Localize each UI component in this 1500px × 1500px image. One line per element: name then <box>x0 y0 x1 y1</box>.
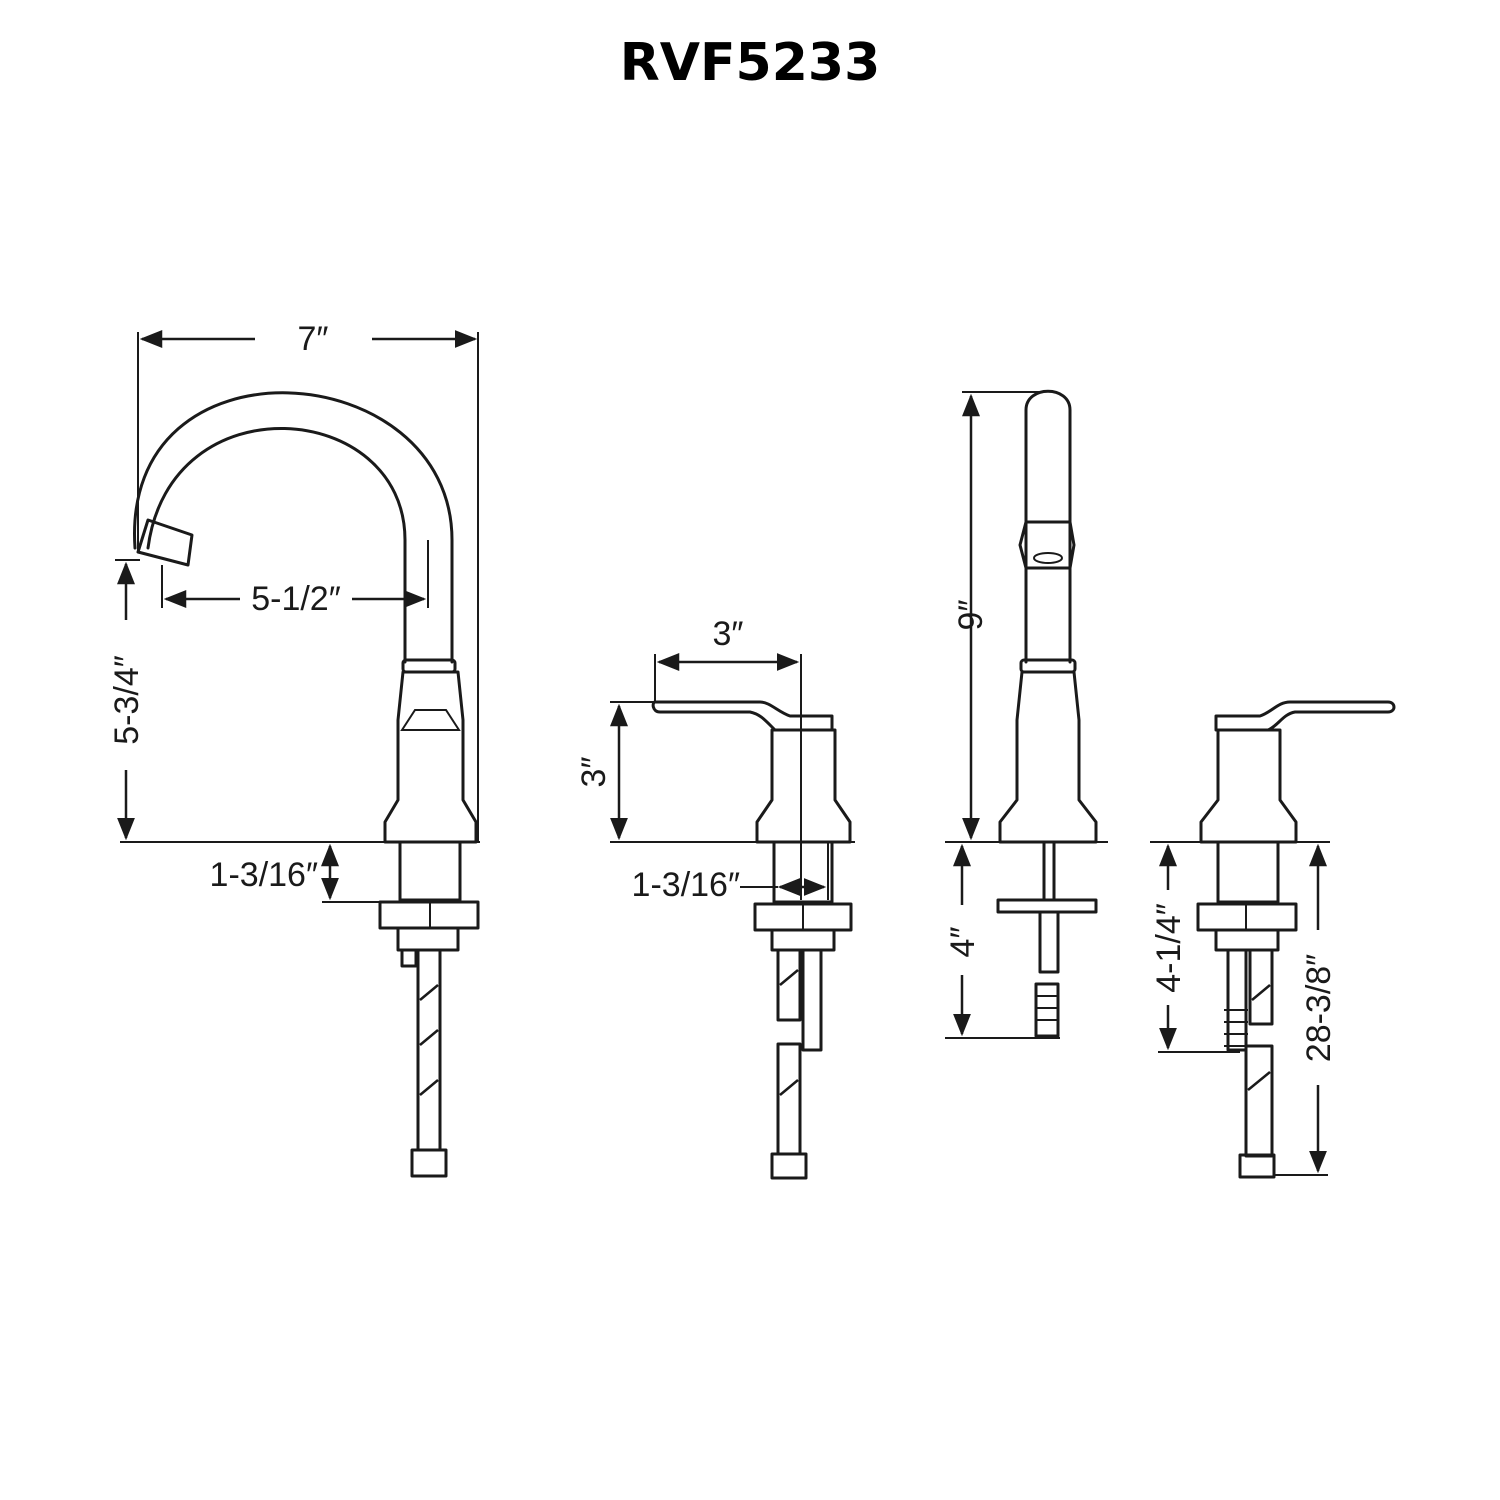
dim-spout-clearance: 5-3/4″ <box>108 655 146 745</box>
handle-front-view: 3″ 3″ 1-3/16″ <box>575 615 855 1180</box>
supply-hose <box>416 948 442 1152</box>
handle-supply-hose <box>776 1042 802 1156</box>
handle-side-lever <box>1214 700 1396 732</box>
dim-spout-width: 7″ <box>298 320 329 358</box>
dim-spout-side-shank: 4″ <box>944 927 982 958</box>
handle-side-view: 4-1/4″ 28-3/8″ <box>1150 700 1396 1179</box>
spout-side-body <box>998 670 1098 844</box>
spout-side-view: 9″ 4″ <box>944 389 1108 1039</box>
dim-supply-length: 28-3/8″ <box>1300 954 1338 1062</box>
supply-fitting <box>410 1148 448 1178</box>
dim-handle-height: 3″ <box>575 757 613 788</box>
handle-lever <box>651 700 834 732</box>
handle-side-body <box>1199 728 1298 844</box>
dim-handle-length: 3″ <box>713 615 744 653</box>
spout-side-neck <box>1024 389 1072 664</box>
handle-side-supply-hose <box>1244 1044 1274 1158</box>
aerator <box>136 518 194 567</box>
dim-handle-side-shank: 4-1/4″ <box>1150 903 1188 993</box>
dim-spout-reach: 5-1/2″ <box>251 580 341 618</box>
handle-body <box>755 728 852 844</box>
spout-side-plate <box>996 898 1098 914</box>
spout-neck <box>146 427 407 664</box>
spout-front-view: 7″ 5-1/2″ 5-3/4″ 1-3/16″ <box>108 320 480 1178</box>
dim-handle-shank: 1-3/16″ <box>632 866 740 904</box>
model-title: RVF5233 <box>620 33 881 93</box>
dim-spout-shank: 1-3/16″ <box>210 856 318 894</box>
dim-spout-height: 9″ <box>952 600 990 631</box>
spout-body <box>383 670 478 844</box>
